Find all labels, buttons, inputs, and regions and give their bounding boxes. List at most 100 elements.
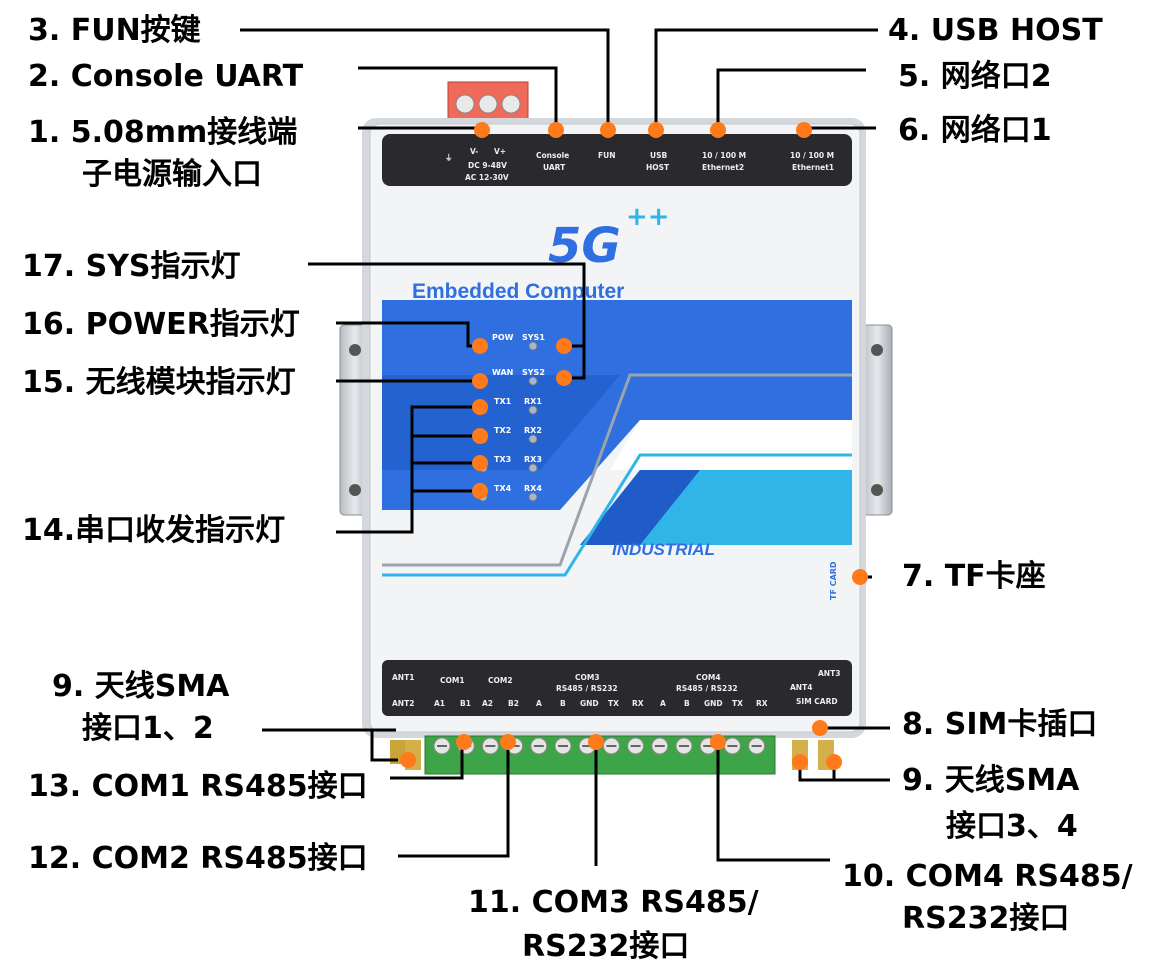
led-label-tx3: TX3: [494, 455, 511, 464]
com4-b-label: B: [684, 699, 690, 708]
top-port-panel: ⏚ V- V+ DC 9-48V AC 12-30V Console UART …: [382, 134, 852, 186]
callout-10a: 10. COM4 RS485/: [842, 859, 1133, 894]
callout-marker: [500, 734, 516, 750]
callout-16: 16. POWER指示灯: [22, 307, 300, 342]
callout-11a: 11. COM3 RS485/: [468, 885, 759, 920]
callout-marker: [852, 569, 868, 585]
sim-card-label: SIM CARD: [796, 697, 838, 706]
callout-marker: [812, 720, 828, 736]
leader-line: [398, 738, 510, 858]
leader-line: [370, 730, 398, 762]
dc-label: DC 9-48V: [468, 161, 507, 170]
led-label-tx4: TX4: [494, 484, 512, 493]
leader-line: [716, 738, 830, 862]
b2-label: B2: [508, 699, 519, 708]
led-label-pow: POW: [492, 333, 514, 342]
callout-14: 14.串口收发指示灯: [22, 513, 285, 548]
a1-label: A1: [434, 699, 445, 708]
com3-a-label: A: [536, 699, 542, 708]
com3-b-label: B: [560, 699, 566, 708]
com4-sub-label: RS485 / RS232: [676, 684, 738, 693]
com4-label: COM4: [696, 673, 721, 682]
callout-labels: 3. FUN按键 2. Console UART 1. 5.08mm接线端 子电…: [22, 13, 1133, 964]
com3-sub-label: RS485 / RS232: [556, 684, 618, 693]
leader-line: [654, 28, 878, 128]
com4-tx-label: TX: [732, 699, 743, 708]
callout-3: 3. FUN按键: [28, 13, 201, 48]
callout-marker: [600, 122, 616, 138]
callout-markers: [400, 122, 868, 770]
led-dot: [528, 341, 538, 351]
callout-marker: [400, 752, 416, 768]
bottom-port-panel: ANT1 ANT2 COM1 COM2 A1 B1 A2 B2 COM3 RS4…: [382, 660, 852, 716]
led-dot: [528, 405, 538, 415]
callout-marker: [796, 122, 812, 138]
subtitle-text: Embedded Computer: [412, 280, 624, 303]
callout-marker: [472, 483, 488, 499]
fun-label: FUN: [598, 151, 616, 160]
callout-1a: 1. 5.08mm接线端: [28, 115, 297, 150]
com4-rx-label: RX: [756, 699, 768, 708]
callout-13: 13. COM1 RS485接口: [28, 769, 368, 804]
a2-label: A2: [482, 699, 493, 708]
callout-marker: [472, 455, 488, 471]
com3-gnd-label: GND: [580, 699, 599, 708]
callout-9d: 接口3、4: [946, 809, 1078, 844]
ant2-label: ANT2: [392, 699, 414, 708]
leader-line: [798, 762, 890, 782]
callout-marker: [588, 734, 604, 750]
callout-8: 8. SIM卡插口: [902, 707, 1097, 742]
callout-10b: RS232接口: [902, 901, 1069, 936]
callout-marker: [710, 734, 726, 750]
callout-9b: 接口1、2: [82, 711, 214, 746]
callout-7: 7. TF卡座: [902, 559, 1046, 594]
led-label-sys1: SYS1: [522, 333, 545, 342]
com3-rx-label: RX: [632, 699, 644, 708]
callout-marker: [556, 338, 572, 354]
callout-marker: [472, 373, 488, 389]
led-label-sys2: SYS2: [522, 368, 545, 377]
brand-plus: ++: [626, 202, 670, 232]
callout-marker: [456, 734, 472, 750]
callout-11b: RS232接口: [522, 929, 689, 964]
vplus-label: V+: [494, 147, 506, 156]
eth2-speed-label: 10 / 100 M: [702, 151, 746, 160]
led-panel: POW SYS1 WAN SYS2 TX1 RX1 TX2 RX2 TX3 RX…: [492, 333, 545, 493]
callout-17: 17. SYS指示灯: [22, 249, 241, 284]
led-label-rx1: RX1: [524, 397, 542, 406]
ant3-label: ANT3: [818, 669, 840, 678]
com2-label: COM2: [488, 676, 513, 685]
callout-2: 2. Console UART: [28, 59, 304, 94]
led-label-tx1: TX1: [494, 397, 512, 406]
com4-a-label: A: [660, 699, 666, 708]
led-dot: [528, 434, 538, 444]
callout-marker: [648, 122, 664, 138]
callout-marker: [548, 122, 564, 138]
tf-card-label: TF CARD: [829, 561, 838, 600]
com3-label: COM3: [575, 673, 600, 682]
ant1-label: ANT1: [392, 673, 414, 682]
callout-marker: [792, 754, 808, 770]
console-label: Console: [536, 151, 569, 160]
led-label-rx2: RX2: [524, 426, 542, 435]
console-uart-label: UART: [543, 163, 566, 172]
com3-tx-label: TX: [608, 699, 619, 708]
callout-1b: 子电源输入口: [82, 157, 262, 192]
com1-label: COM1: [440, 676, 465, 685]
vminus-label: V-: [470, 147, 478, 156]
callout-marker: [474, 122, 490, 138]
callout-marker: [472, 338, 488, 354]
eth1-speed-label: 10 / 100 M: [790, 151, 834, 160]
callout-6: 6. 网络口1: [898, 113, 1052, 148]
leader-line: [716, 68, 866, 128]
led-label-tx2: TX2: [494, 426, 511, 435]
callout-4: 4. USB HOST: [888, 13, 1103, 48]
led-dot: [528, 463, 538, 473]
callout-5: 5. 网络口2: [898, 59, 1052, 94]
callout-15: 15. 无线模块指示灯: [22, 365, 296, 400]
led-label-rx3: RX3: [524, 455, 542, 464]
eth1-label: Ethernet1: [792, 163, 834, 172]
led-label-wan: WAN: [492, 368, 513, 377]
leader-line: [240, 28, 610, 128]
